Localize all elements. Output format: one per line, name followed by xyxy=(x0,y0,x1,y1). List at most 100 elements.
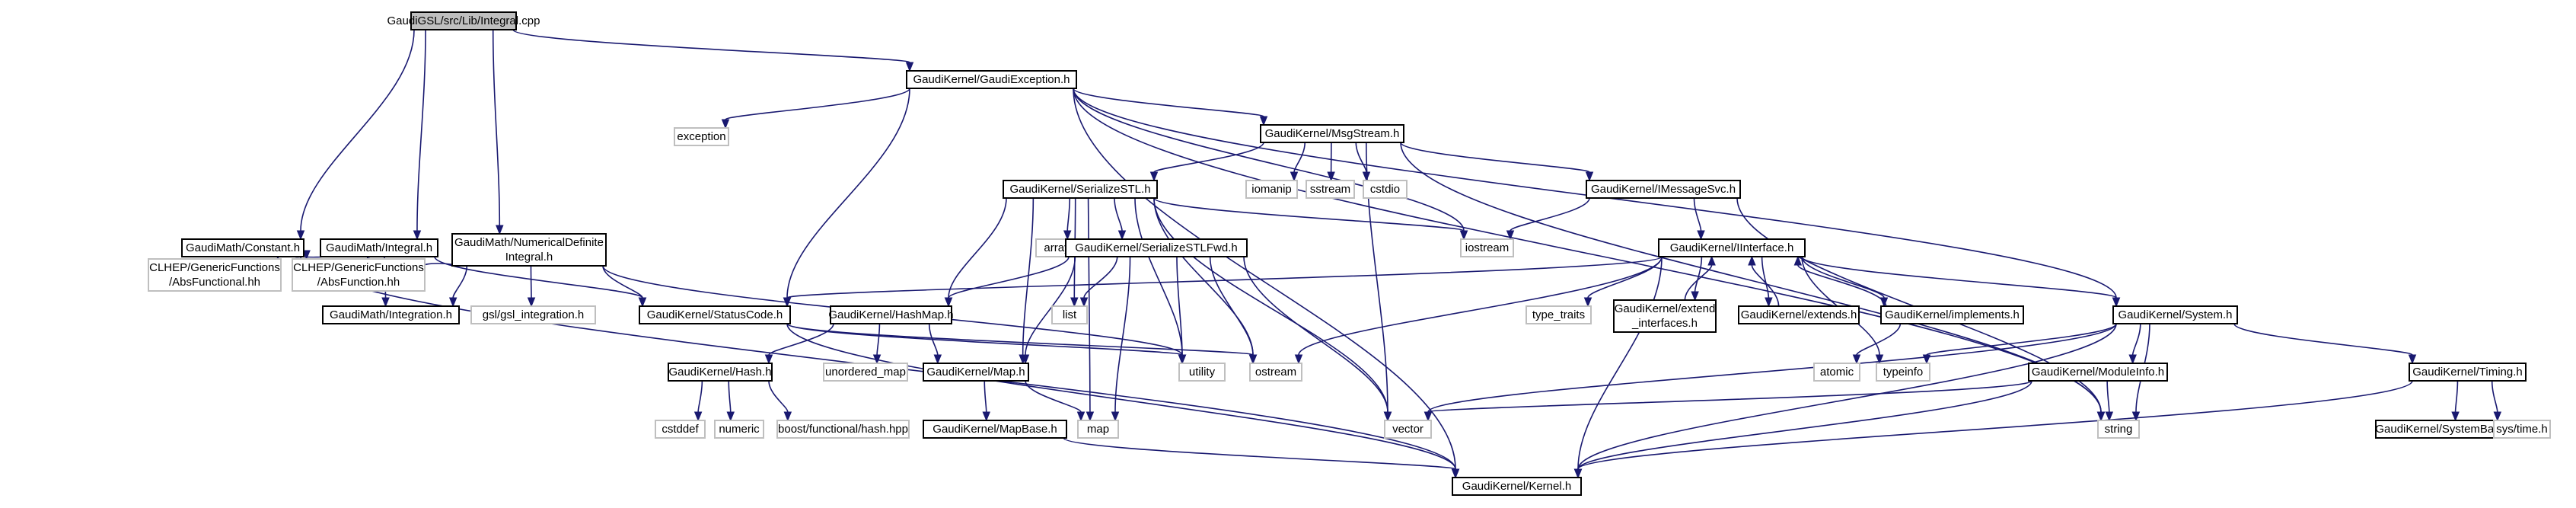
edge-statuscode-to-ostream xyxy=(786,323,1258,365)
node-statuscode[interactable]: GaudiKernel/StatusCode.h xyxy=(639,305,791,324)
edge-line xyxy=(492,29,501,226)
node-iinterface[interactable]: GaudiKernel/IInterface.h xyxy=(1658,238,1806,257)
edge-gexc-to-statuscode xyxy=(783,88,910,308)
node-gmap[interactable]: GaudiKernel/Map.h xyxy=(923,363,1029,382)
node-implements[interactable]: GaudiKernel/implements.h xyxy=(1880,305,2024,324)
node-mapbase[interactable]: GaudiKernel/MapBase.h xyxy=(923,420,1067,439)
node-cstdio: cstdio xyxy=(1363,180,1408,199)
node-systembase[interactable]: GaudiKernel/SystemBase.h xyxy=(2375,420,2516,439)
node-label: CLHEP/GenericFunctions xyxy=(293,261,424,274)
node-msgstream[interactable]: GaudiKernel/MsgStream.h xyxy=(1260,124,1404,143)
arrowhead xyxy=(1573,468,1583,479)
node-integration[interactable]: GaudiMath/Integration.h xyxy=(322,305,460,324)
node-box xyxy=(1880,305,2024,324)
arrowhead xyxy=(872,354,882,365)
edge-msgstream-to-cstdio xyxy=(1355,142,1371,182)
edge-line xyxy=(948,197,1007,299)
node-serstl[interactable]: GaudiKernel/SerializeSTL.h xyxy=(1003,180,1158,199)
node-serstlfwd[interactable]: GaudiKernel/SerializeSTLFwd.h xyxy=(1065,238,1248,257)
node-label: iomanip xyxy=(1251,183,1292,196)
node-extends[interactable]: GaudiKernel/extends.h xyxy=(1738,305,1860,324)
arrowhead xyxy=(1086,411,1095,422)
arrowhead xyxy=(1585,171,1594,182)
edge-line xyxy=(416,29,426,232)
arrowhead xyxy=(381,297,390,308)
node-moduleinfo[interactable]: GaudiKernel/ModuleInfo.h xyxy=(2028,363,2168,382)
edge-line xyxy=(928,323,939,356)
node-exception: exception xyxy=(674,127,729,146)
node-utility: utility xyxy=(1178,363,1226,382)
node-system[interactable]: GaudiKernel/System.h xyxy=(2112,305,2238,324)
node-label: GaudiKernel/GaudiException.h xyxy=(913,73,1070,86)
node-box xyxy=(322,305,460,324)
node-box xyxy=(776,420,910,439)
edge-line xyxy=(1153,142,1264,173)
node-kernel[interactable]: GaudiKernel/Kernel.h xyxy=(1452,477,1582,496)
node-box xyxy=(1363,180,1408,199)
edge-line xyxy=(984,380,987,413)
edge-gexc-to-exception xyxy=(721,88,910,129)
node-unordmap: unordered_map xyxy=(823,363,908,382)
node-box xyxy=(830,305,952,324)
edge-line xyxy=(1114,197,1123,232)
edge-line xyxy=(1856,323,1902,356)
edge-gexc-to-msgstream xyxy=(1073,88,1268,126)
node-label: CLHEP/GenericFunctions xyxy=(149,261,280,274)
arrowhead xyxy=(1423,411,1433,422)
node-box xyxy=(1178,363,1226,382)
node-systime: sys/time.h xyxy=(2493,420,2551,439)
node-timing[interactable]: GaudiKernel/Timing.h xyxy=(2409,363,2527,382)
node-hashmap[interactable]: GaudiKernel/HashMap.h xyxy=(828,305,954,324)
edge-line xyxy=(2233,323,2413,356)
node-extendif[interactable]: GaudiKernel/extend_interfaces.h xyxy=(1613,299,1717,333)
node-label: _interfaces.h xyxy=(1631,317,1698,330)
node-box xyxy=(1876,363,1930,382)
arrowhead xyxy=(1327,171,1335,182)
node-label: exception xyxy=(677,130,725,143)
node-iostream: iostream xyxy=(1460,238,1514,257)
edge-serstlfwd-to-hashmap xyxy=(944,256,1070,308)
edge-iinterface-to-extends xyxy=(1761,256,1773,308)
edge-line xyxy=(1025,380,1082,413)
edge-line xyxy=(1209,256,1254,356)
node-root[interactable]: GaudiGSL/src/Lib/Integral.cpp xyxy=(387,11,540,30)
edge-moduleinfo-to-string xyxy=(2105,380,2114,422)
arrowhead xyxy=(1149,171,1159,182)
node-imsgsvc[interactable]: GaudiKernel/IMessageSvc.h xyxy=(1586,180,1741,199)
node-label: GaudiKernel/Kernel.h xyxy=(1462,480,1571,493)
edge-line xyxy=(786,323,1183,356)
edge-line xyxy=(1114,256,1131,413)
edge-line xyxy=(1427,380,2032,413)
node-constant[interactable]: GaudiMath/Constant.h xyxy=(181,238,304,257)
edge-timing-to-kernel xyxy=(1573,380,2413,479)
node-gmintegral[interactable]: GaudiMath/Integral.h xyxy=(320,238,438,257)
node-label: utility xyxy=(1189,366,1216,379)
edge-line xyxy=(512,29,910,63)
edge-line xyxy=(786,323,1456,470)
node-box xyxy=(2028,363,2168,382)
arrowhead xyxy=(2128,354,2137,365)
edge-line xyxy=(1153,197,1254,356)
edges-layer xyxy=(273,29,2502,479)
arrowhead xyxy=(1063,230,1072,241)
edge-iinterface-to-kernel xyxy=(1573,256,1663,479)
node-box xyxy=(1065,238,1248,257)
node-label: GaudiKernel/Map.h xyxy=(926,366,1025,379)
edge-line xyxy=(1926,323,2117,356)
node-gslint: gsl/gsl_integration.h xyxy=(470,305,596,324)
node-box xyxy=(1586,180,1741,199)
edge-root-to-gexc xyxy=(512,29,914,72)
edge-line xyxy=(786,88,910,299)
edge-gexc-to-iostream xyxy=(1073,88,1468,241)
edge-line xyxy=(1073,88,1465,232)
node-hash[interactable]: GaudiKernel/Hash.h xyxy=(668,363,773,382)
edge-line xyxy=(1066,197,1071,232)
node-gexc[interactable]: GaudiKernel/GaudiException.h xyxy=(906,70,1077,89)
edge-msgstream-to-sstream xyxy=(1327,142,1335,182)
edge-line xyxy=(1797,264,1887,307)
node-label: gsl/gsl_integration.h xyxy=(483,308,584,321)
edge-msgstream-to-imsgsvc xyxy=(1400,142,1594,182)
arrowhead xyxy=(721,119,730,129)
edge-iinterface-to-extendif xyxy=(1691,256,1703,302)
